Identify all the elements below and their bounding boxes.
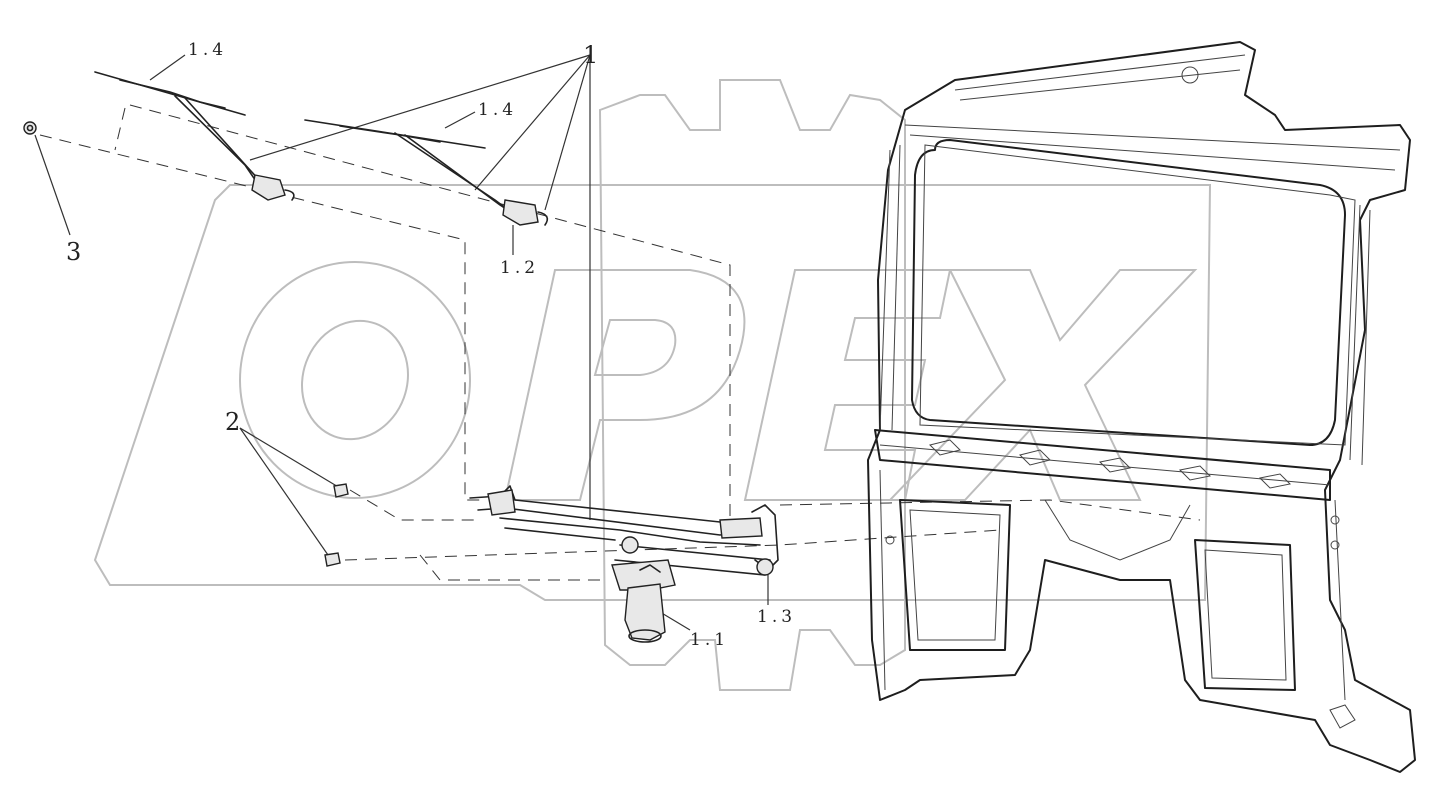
cab-frame [867, 41, 1416, 773]
watermark-gear [598, 79, 906, 691]
part-1-linkage-assembly [469, 485, 779, 576]
callouts: 1 1.4 1.4 1.2 1.1 1.3 2 3 [66, 40, 796, 650]
watermark-backing [93, 184, 1212, 601]
assembly-lines [39, 104, 1201, 581]
label-1-1: 1.1 [690, 630, 729, 650]
label-1-3: 1.3 [757, 607, 796, 627]
label-1-4-left: 1.4 [188, 40, 227, 60]
cab-window-opening [911, 139, 1346, 446]
label-1-4-right: 1.4 [478, 100, 517, 120]
watermark-letter-p [503, 269, 746, 501]
watermark-letter-o-inner [301, 319, 409, 441]
watermark-letter-x [887, 269, 1198, 501]
part-1-1-motor [611, 559, 676, 643]
label-2: 2 [225, 408, 240, 436]
label-1-2: 1.2 [500, 258, 539, 278]
part-2-bolts [324, 483, 349, 567]
part-1-4-right-wiper [304, 119, 549, 226]
watermark [93, 79, 1212, 691]
watermark-letter-e [743, 269, 952, 501]
label-1: 1 [583, 41, 598, 69]
cab-frame-outline [867, 41, 1416, 773]
watermark-letter-o-outer [239, 261, 471, 499]
leader-lines [34, 54, 769, 631]
label-3: 3 [66, 238, 81, 266]
part-3-cap [23, 121, 37, 135]
part-1-4-left-wiper [94, 71, 295, 201]
